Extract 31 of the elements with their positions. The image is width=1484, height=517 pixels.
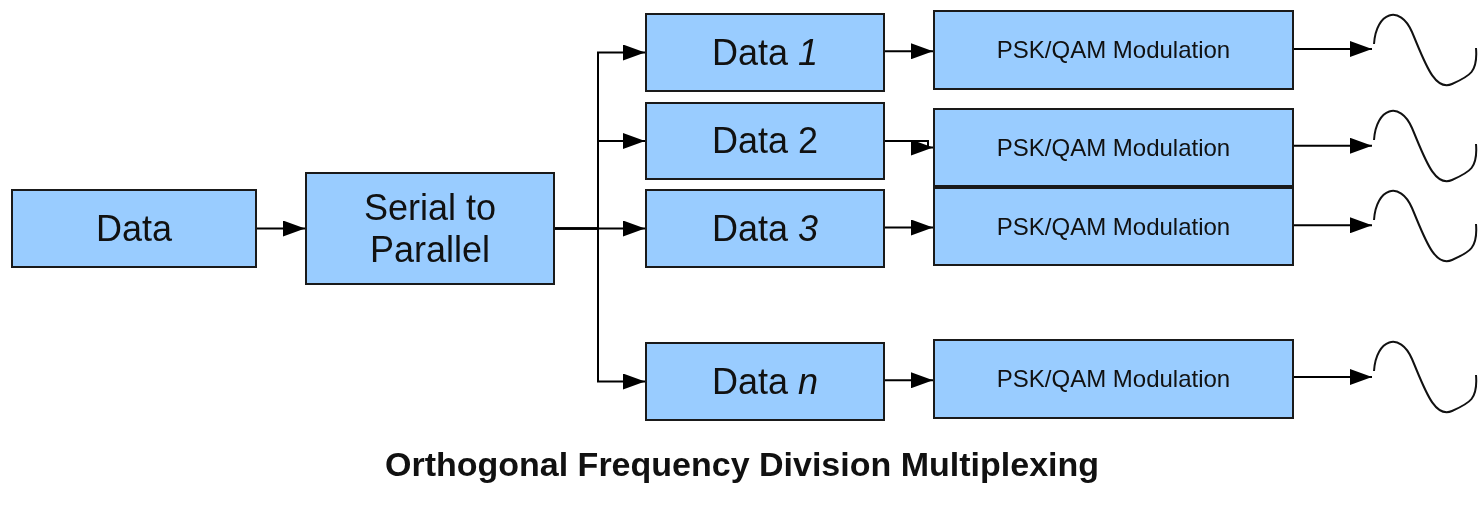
- box-label: Data 1: [711, 31, 819, 74]
- process-box: [645, 189, 885, 268]
- box-label: Data: [95, 207, 172, 250]
- arrow: [884, 139, 934, 156]
- box-label: Data 3: [711, 207, 819, 250]
- arrow: [1293, 137, 1373, 154]
- process-box: [933, 339, 1294, 419]
- box-label: PSK/QAM Modulation: [996, 133, 1231, 162]
- box-label: PSK/QAM Modulation: [996, 36, 1231, 64]
- process-box: [305, 172, 555, 285]
- box-label: PSK/QAM Modulation: [996, 365, 1231, 393]
- diagram-title: Orthogonal Frequency Division Multiplexing: [383, 445, 1101, 484]
- process-box: [645, 342, 885, 421]
- box-label: Serial to Parallel: [362, 187, 498, 270]
- arrow: [884, 219, 934, 236]
- process-box: [645, 13, 885, 92]
- process-box: [933, 10, 1294, 90]
- process-box: [933, 187, 1294, 266]
- arrow: [256, 220, 306, 237]
- box-label: Data 2: [711, 120, 819, 162]
- process-box: [645, 102, 885, 180]
- arrow: [1293, 369, 1373, 385]
- box-label: Data n: [711, 360, 819, 403]
- arrow: [1293, 41, 1373, 57]
- arrow: [884, 372, 934, 389]
- arrow: [884, 43, 934, 60]
- process-box: [933, 108, 1294, 187]
- box-label: PSK/QAM Modulation: [996, 212, 1231, 241]
- process-box: [11, 189, 257, 268]
- arrow: [554, 227, 646, 390]
- arrow: [1293, 217, 1373, 234]
